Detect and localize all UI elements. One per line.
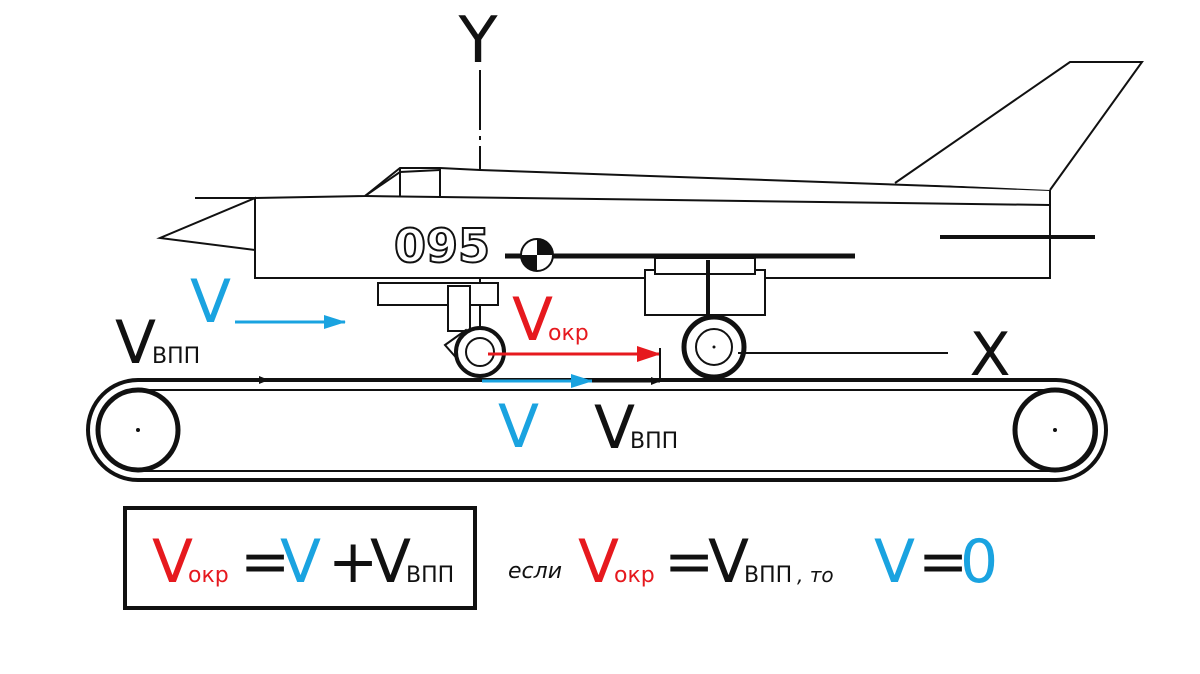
label-v-blue-bottom: V — [498, 392, 539, 462]
front-wheel — [454, 326, 506, 378]
aircraft-number: 095 — [394, 219, 490, 273]
condition-then: , то — [797, 563, 834, 587]
svg-text:ВПП: ВПП — [152, 344, 200, 369]
svg-text:V: V — [370, 527, 411, 597]
label-v-vpp-bottom: V ВПП — [594, 393, 678, 463]
condition-if: если — [508, 559, 562, 584]
y-axis-label: Y — [457, 4, 498, 78]
condition-formula: если V окр = V ВПП , то V = 0 — [508, 527, 998, 597]
svg-text:+: + — [328, 527, 378, 597]
rear-wheel — [681, 314, 747, 380]
result-zero: 0 — [960, 527, 998, 597]
svg-text:V: V — [152, 527, 193, 597]
svg-text:V: V — [578, 527, 619, 597]
aircraft-tail-fin — [894, 61, 1144, 191]
formula-box: V окр = V + V ВПП — [123, 506, 477, 610]
aircraft-nose — [156, 196, 256, 252]
aircraft-fuselage — [254, 167, 1051, 279]
svg-text:ВПП: ВПП — [744, 563, 792, 588]
conveyor-belt — [86, 378, 1108, 482]
svg-text:=: = — [240, 527, 290, 597]
svg-text:V: V — [512, 285, 553, 355]
svg-text:V: V — [498, 392, 539, 462]
svg-text:V: V — [115, 308, 156, 378]
center-of-mass-icon — [520, 238, 554, 272]
svg-text:окр: окр — [188, 563, 229, 588]
svg-text:окр: окр — [614, 563, 655, 588]
aircraft — [156, 61, 1144, 364]
svg-text:V: V — [708, 527, 749, 597]
svg-text:V: V — [190, 267, 231, 337]
svg-text:=: = — [918, 527, 968, 597]
svg-text:V: V — [594, 393, 635, 463]
y-axis: Y — [457, 4, 498, 372]
label-v-vpp-left: V ВПП — [115, 308, 200, 378]
svg-text:V: V — [874, 527, 915, 597]
svg-text:окр: окр — [548, 321, 589, 346]
label-v-okr-red: V окр — [512, 285, 589, 355]
svg-text:V: V — [280, 527, 321, 597]
svg-text:ВПП: ВПП — [630, 429, 678, 454]
label-v-blue-top: V — [190, 267, 231, 337]
svg-text:ВПП: ВПП — [406, 563, 454, 588]
svg-text:=: = — [664, 527, 714, 597]
